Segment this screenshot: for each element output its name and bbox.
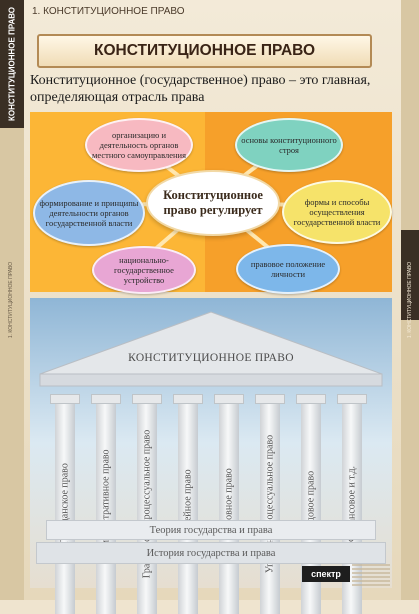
side-caption-right: 1. КОНСТИТУЦИОННОЕ ПРАВО	[407, 261, 413, 339]
column-capital	[50, 394, 80, 404]
temple-step-theory: Теория государства и права	[46, 520, 376, 540]
temple-column: Уголовное право	[214, 394, 244, 614]
temple-roof-label: КОНСТИТУЦИОННОЕ ПРАВО	[128, 352, 294, 364]
temple-section: КОНСТИТУЦИОННОЕ ПРАВО Гражданское право …	[30, 298, 392, 614]
section-header: 1. КОНСТИТУЦИОННОЕ ПРАВО	[32, 6, 185, 17]
diagram-item-constitutional-order: основы конституционного строя	[235, 118, 343, 172]
column-capital	[337, 394, 367, 404]
diagram-item-national-structure: национально-государственное устройство	[92, 246, 196, 294]
diagram-item-local-government: организацию и деятельность органов местн…	[85, 118, 193, 172]
column-capital	[255, 394, 285, 404]
definition-text: Конституционное (государственное) право …	[30, 73, 371, 105]
diagram-item-legal-status: правовое положение личности	[236, 244, 340, 294]
column-capital	[91, 394, 121, 404]
diagram-item-state-bodies: формирование и принципы деятельности орг…	[33, 180, 145, 246]
regulation-diagram: организацию и деятельность органов местн…	[30, 112, 392, 294]
temple-column: Семейное право	[173, 394, 203, 614]
diagram-item-forms-of-power: формы и способы осуществления государств…	[282, 180, 392, 244]
right-tab	[401, 230, 419, 320]
temple-step-history: История государства и права	[36, 542, 386, 564]
publisher-logo: спектр	[302, 566, 350, 582]
column-capital	[214, 394, 244, 404]
temple-roof	[39, 311, 383, 387]
side-tab-label: КОНСТИТУЦИОННОЕ ПРАВО	[7, 6, 17, 122]
temple-column: Уголовно-процессуальное право	[255, 394, 285, 614]
publisher-info	[352, 564, 390, 586]
diagram-center: Конституционное право регулирует	[146, 170, 280, 236]
page-title: КОНСТИТУЦИОННОЕ ПРАВО	[37, 34, 372, 68]
temple-column: Гражданское право	[50, 394, 80, 614]
temple-column: Гражданско-процессуальное право	[132, 394, 162, 614]
column-capital	[132, 394, 162, 404]
side-tab: КОНСТИТУЦИОННОЕ ПРАВО	[0, 0, 24, 128]
column-capital	[173, 394, 203, 404]
side-caption-left: 1. КОНСТИТУЦИОННОЕ ПРАВО	[8, 261, 14, 339]
temple-column: Административное право	[91, 394, 121, 614]
column-capital	[296, 394, 326, 404]
